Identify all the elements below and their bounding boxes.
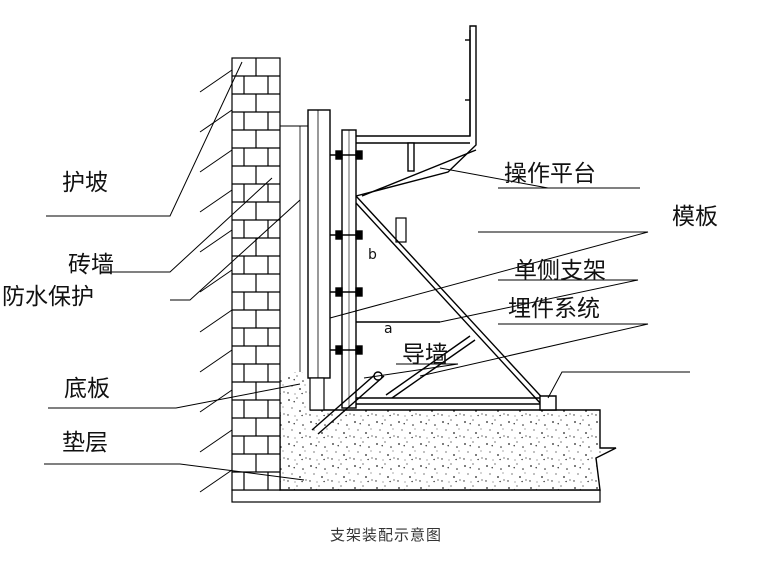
slope-protection-hatch [199, 69, 233, 493]
label-slope-protection: 护坡 [62, 170, 108, 196]
label-base-slab: 底板 [64, 376, 110, 402]
label-cushion: 垫层 [62, 430, 108, 456]
mark-b: b [368, 247, 377, 263]
operating-platform [355, 25, 477, 197]
formwork-panel [307, 109, 331, 411]
label-brick-wall: 砖墙 [68, 252, 114, 278]
single-side-bracket [355, 195, 557, 411]
label-guide-wall: 导墙 [402, 342, 448, 368]
bracket-vertical-post [341, 129, 357, 409]
concrete-gap-fill [280, 372, 310, 412]
diagram-caption: 支架装配示意图 [330, 526, 443, 544]
label-single-side-bracket: 单侧支架 [514, 258, 606, 284]
leader-lines [44, 61, 690, 481]
tie-bolts [330, 150, 363, 355]
base-slab [279, 409, 617, 491]
mark-a: a [384, 321, 393, 337]
label-formwork: 模板 [672, 204, 718, 230]
cushion-layer [231, 489, 601, 503]
label-embedded-system: 埋件系统 [508, 296, 600, 322]
bracket-small-post [395, 217, 407, 243]
brick-wall [231, 57, 281, 491]
label-operating-platform: 操作平台 [504, 161, 596, 187]
label-waterproof-protection: 防水保护 [2, 284, 94, 310]
